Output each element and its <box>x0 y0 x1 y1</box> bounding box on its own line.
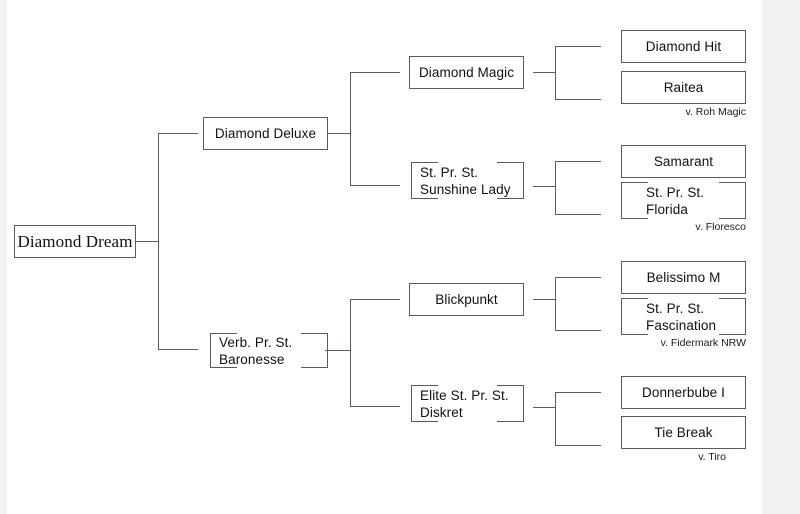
node-donnerbube-i[interactable]: Donnerbube I <box>621 376 746 409</box>
annotation-fidermark-nrw: v. Fidermark NRW <box>660 337 746 349</box>
node-label: Verb. Pr. St. Baronesse <box>219 334 293 367</box>
corner-bottom-right <box>719 206 746 219</box>
connector-bracket-diamond-deluxe <box>350 72 400 186</box>
node-label: St. Pr. St. Sunshine Lady <box>420 164 511 197</box>
node-label: St. Pr. St. Florida <box>646 184 705 217</box>
node-diamond-deluxe[interactable]: Diamond Deluxe <box>203 117 328 150</box>
annotation-tiro: v. Tiro <box>698 451 726 463</box>
node-label: Diamond Deluxe <box>214 126 317 141</box>
side-left <box>210 343 211 358</box>
annotation-floresco: v. Floresco <box>695 221 746 233</box>
side-right <box>327 343 328 358</box>
connector-stem-blickpunkt <box>533 299 556 300</box>
side-right <box>523 172 524 189</box>
annotation-roh-magic: v. Roh Magic <box>685 106 747 118</box>
node-diamond-hit[interactable]: Diamond Hit <box>621 30 746 63</box>
node-verb-pr-st-baronesse[interactable]: Verb. Pr. St. Baronesse <box>210 333 328 368</box>
corner-top-right <box>719 298 746 311</box>
node-label: Raitea <box>663 80 704 95</box>
connector-bracket-baronesse <box>350 299 400 407</box>
node-diamond-dream[interactable]: Diamond Dream <box>14 225 136 258</box>
corner-bottom-right <box>301 355 328 368</box>
node-st-pr-st-fascination[interactable]: St. Pr. St. Fascination <box>621 298 746 335</box>
node-st-pr-st-sunshine-lady[interactable]: St. Pr. St. Sunshine Lady <box>411 162 524 199</box>
node-belissimo-m[interactable]: Belissimo M <box>621 261 746 294</box>
node-samarant[interactable]: Samarant <box>621 145 746 178</box>
side-left <box>411 172 412 189</box>
node-label: Elite St. Pr. St. Diskret <box>420 387 509 420</box>
connector-bracket-sunshine-lady <box>555 161 601 215</box>
side-left <box>621 308 622 325</box>
side-left <box>411 395 412 412</box>
node-label: Belissimo M <box>646 270 721 285</box>
node-label: Donnerbube I <box>641 385 725 400</box>
pedigree-chart-canvas: Diamond Dream Diamond Deluxe Verb. Pr. S… <box>7 0 762 514</box>
node-label: Samarant <box>653 154 714 169</box>
connector-stem-diskret <box>533 407 556 408</box>
node-diamond-magic[interactable]: Diamond Magic <box>409 56 524 89</box>
connector-stem-diamond-magic <box>533 72 556 73</box>
corner-bottom-right <box>719 322 746 335</box>
node-elite-st-pr-st-diskret[interactable]: Elite St. Pr. St. Diskret <box>411 385 524 422</box>
connector-bracket-gen1 <box>158 133 198 350</box>
side-left <box>621 192 622 209</box>
node-st-pr-st-florida[interactable]: St. Pr. St. Florida <box>621 182 746 219</box>
node-label: Blickpunkt <box>435 292 498 307</box>
connector-stem-baronesse <box>325 350 351 351</box>
corner-top-right <box>719 182 746 195</box>
connector-stem-sunshine-lady <box>533 186 556 187</box>
corner-top-right <box>301 333 328 346</box>
node-label: Diamond Magic <box>418 65 515 80</box>
connector-bracket-diskret <box>555 392 601 446</box>
side-right <box>745 308 746 325</box>
connector-bracket-diamond-magic <box>555 46 601 100</box>
connector-stem-diamond-deluxe <box>325 133 351 134</box>
node-tie-break[interactable]: Tie Break <box>621 416 746 449</box>
node-label: St. Pr. St. Fascination <box>646 300 717 333</box>
node-label: Diamond Dream <box>17 232 133 251</box>
node-blickpunkt[interactable]: Blickpunkt <box>409 283 524 316</box>
side-right <box>745 192 746 209</box>
side-right <box>523 395 524 412</box>
node-label: Tie Break <box>654 425 713 440</box>
node-raitea[interactable]: Raitea <box>621 71 746 104</box>
node-label: Diamond Hit <box>645 39 722 54</box>
connector-bracket-blickpunkt <box>555 277 601 331</box>
connector-stem-gen1 <box>135 241 159 242</box>
